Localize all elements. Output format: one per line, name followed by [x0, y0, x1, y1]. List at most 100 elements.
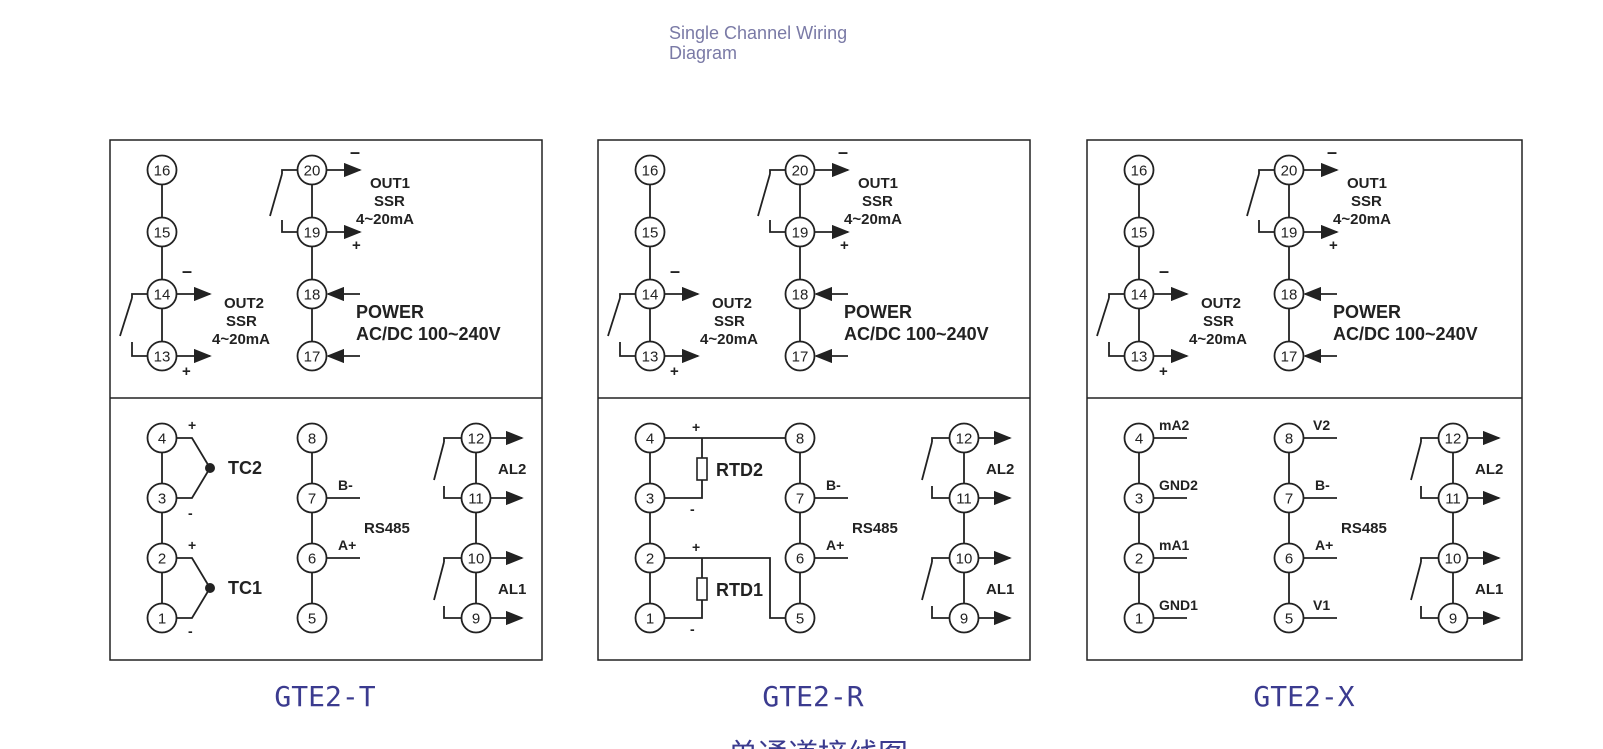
al2-label: AL2 [1475, 461, 1503, 478]
panel-gte2-t: 16151413–+OUT2SSR4~20mA20191817–+OUT1SSR… [109, 139, 543, 661]
tc2-label: TC2 [228, 458, 262, 478]
power-label: POWER [844, 302, 912, 322]
terminal-pin-20: 20 [296, 154, 328, 186]
terminal-pin-1: 1 [1123, 602, 1155, 634]
terminal-circle [1123, 216, 1155, 248]
al2-switch-bottom [931, 486, 950, 499]
al2-label: AL2 [498, 461, 526, 478]
terminal-number: 15 [154, 225, 171, 242]
terminal-number: 9 [960, 611, 968, 628]
out2-plus-sign: + [1159, 363, 1168, 380]
terminal-pin-2: 2 [146, 542, 178, 574]
terminal-pin-9: 9 [1437, 602, 1469, 634]
terminal-number: 12 [1445, 431, 1462, 448]
terminal-pin-4: 4 [146, 422, 178, 454]
rs485-label: RS485 [1341, 520, 1387, 537]
terminal-pin-7: 7 [784, 482, 816, 514]
rtd1-wire-to-5 [665, 557, 785, 619]
terminal-number: 16 [1131, 163, 1148, 180]
out1-label: OUT1 [1347, 175, 1387, 192]
tc1-minus-sign: - [188, 623, 193, 639]
terminal-number: 10 [468, 551, 485, 568]
out2-switch-contact [607, 297, 621, 337]
terminal-number: 13 [1131, 349, 1148, 366]
out2-minus-sign: – [670, 261, 680, 281]
terminal-number: 5 [1285, 611, 1293, 628]
terminal-circle [784, 422, 816, 454]
out2-ssr-label: SSR [226, 313, 257, 330]
terminal-number: 3 [646, 491, 654, 508]
out2-switch-bottom [1108, 342, 1125, 357]
power-range-label: AC/DC 100~240V [1333, 324, 1478, 344]
terminal-pin-18: 18 [784, 278, 816, 310]
out2-plus-sign: + [182, 363, 191, 380]
terminal-pin-18: 18 [296, 278, 328, 310]
out1-label: OUT1 [858, 175, 898, 192]
out2-switch-top [619, 293, 636, 298]
al2-switch-bottom [443, 486, 462, 499]
out1-ssr-label: SSR [1351, 193, 1382, 210]
terminal-pin-10: 10 [1437, 542, 1469, 574]
terminal-circle [146, 602, 178, 634]
terminal-pin-7: 7 [1273, 482, 1305, 514]
terminal-pin-12: 12 [1437, 422, 1469, 454]
out1-plus-sign: + [840, 237, 849, 254]
signal-label-ma1: mA1 [1159, 537, 1190, 553]
terminal-circle [634, 216, 666, 248]
terminal-number: 17 [1281, 349, 1298, 366]
tc1-plus-sign: + [188, 537, 196, 553]
al1-switch-contact [433, 561, 445, 601]
rtd2-minus-sign: - [690, 501, 695, 517]
power-range-label: AC/DC 100~240V [844, 324, 989, 344]
rtd2-resistor [696, 457, 708, 481]
terminal-number: 1 [1135, 611, 1143, 628]
v2-label: V2 [1313, 417, 1330, 433]
out2-switch-top [131, 293, 148, 298]
terminal-number: 18 [1281, 287, 1298, 304]
al1-switch-bottom [1420, 606, 1439, 619]
out2-ssr-label: SSR [714, 313, 745, 330]
terminal-circle [1123, 482, 1155, 514]
out2-switch-contact [1096, 297, 1110, 337]
terminal-number: 4 [646, 431, 654, 448]
terminal-number: 11 [956, 491, 972, 508]
terminal-number: 5 [796, 611, 804, 628]
out2-minus-sign: – [1159, 261, 1169, 281]
panel-gte2-r: 16151413–+OUT2SSR4~20mA20191817–+OUT1SSR… [597, 139, 1031, 661]
terminal-number: 20 [792, 163, 809, 180]
tc2-minus-sign: - [188, 505, 193, 521]
terminal-circle [146, 422, 178, 454]
rtd2-label: RTD2 [716, 460, 763, 480]
terminal-pin-17: 17 [296, 340, 328, 372]
out1-ma-label: 4~20mA [1333, 211, 1391, 228]
out2-switch-contact [119, 297, 133, 337]
rtd2-lead-bottom [665, 480, 703, 499]
terminal-pin-19: 19 [1273, 216, 1305, 248]
power-label: POWER [356, 302, 424, 322]
terminal-circle [1273, 602, 1305, 634]
terminal-number: 18 [304, 287, 321, 304]
terminal-pin-12: 12 [460, 422, 492, 454]
out1-switch-bottom [281, 220, 298, 233]
terminal-pin-5: 5 [784, 602, 816, 634]
terminal-number: 13 [642, 349, 659, 366]
terminal-number: 19 [1281, 225, 1298, 242]
terminal-pin-17: 17 [784, 340, 816, 372]
terminal-number: 8 [308, 431, 316, 448]
terminal-number: 12 [468, 431, 485, 448]
out2-label: OUT2 [1201, 295, 1241, 312]
out1-ma-label: 4~20mA [356, 211, 414, 228]
terminal-number: 1 [646, 611, 654, 628]
terminal-number: 12 [956, 431, 973, 448]
out1-switch-bottom [769, 220, 786, 233]
al1-label: AL1 [498, 581, 526, 598]
rtd1-resistor [696, 577, 708, 601]
rs485-b-label: B- [826, 477, 841, 493]
terminal-number: 8 [1285, 431, 1293, 448]
terminal-circle [1123, 602, 1155, 634]
terminal-pin-11: 11 [460, 482, 492, 514]
terminal-number: 17 [792, 349, 809, 366]
terminal-pin-12: 12 [948, 422, 980, 454]
terminal-pin-10: 10 [460, 542, 492, 574]
terminal-number: 18 [792, 287, 809, 304]
